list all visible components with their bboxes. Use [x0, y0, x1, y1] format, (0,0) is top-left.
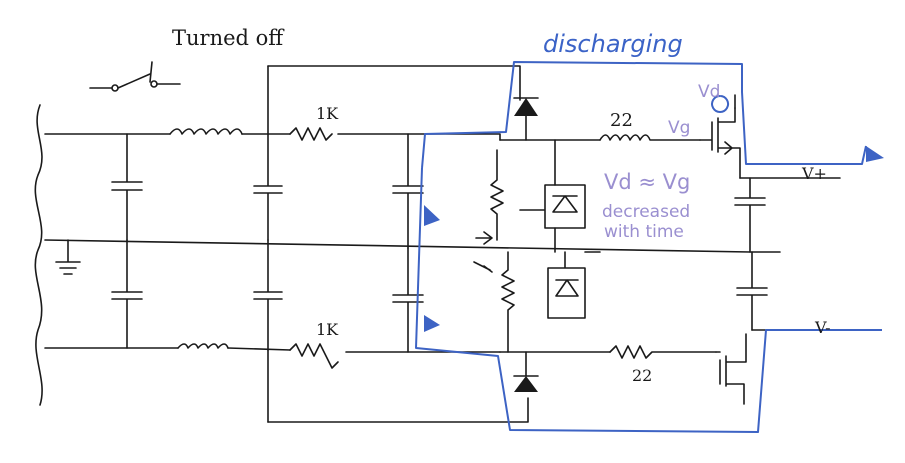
gate-resistor-top [599, 134, 701, 141]
cap-right-top [392, 133, 424, 249]
transformer-edge [34, 104, 43, 406]
pot-wiper [475, 231, 493, 245]
mosfet-top [699, 107, 741, 179]
vg-label: Vg [668, 118, 691, 138]
vd-label: Vd [698, 82, 721, 102]
pot-wiper-2 [473, 261, 493, 273]
switch-label: Turned off [172, 26, 284, 50]
top-rail-3 [337, 133, 501, 141]
out-pos-label: V+ [802, 164, 827, 183]
zener-bottom [547, 251, 586, 319]
cap-left-bottom [111, 239, 143, 349]
diode-top [514, 98, 538, 116]
note-line1: decreased [602, 202, 691, 222]
note-line2: with time [604, 222, 684, 242]
frame-bottom [267, 397, 529, 423]
r-gate-top-label: 22 [610, 110, 633, 131]
r1-top-label: 1K [316, 104, 339, 123]
node-connect [554, 139, 601, 253]
inductor-bottom [177, 343, 229, 349]
cap-mid-bottom [253, 239, 283, 351]
mode-label: discharging [543, 30, 683, 58]
r-gate-bottom-label: 22 [632, 366, 653, 385]
discharge-return [415, 167, 882, 433]
ground-symbol [55, 239, 81, 275]
cap-left-top [111, 133, 143, 241]
arrow-low [424, 315, 440, 332]
bottom-rail-2 [227, 347, 291, 351]
switch-contact-right [150, 80, 158, 88]
zener-top [519, 184, 586, 229]
cap-out-bottom [736, 251, 768, 331]
vd-circle-mark [711, 95, 729, 113]
gate-resistor-bottom [609, 345, 717, 359]
inductor-top [169, 128, 243, 135]
switch-symbol [89, 61, 181, 89]
resistor-top [289, 127, 333, 141]
arrow-out [866, 146, 884, 162]
frame-top [267, 65, 521, 101]
vd-approx-vg-label: Vd ≈ Vg [604, 170, 691, 194]
r1-bottom-label: 1K [316, 320, 339, 339]
divider-resistor-bottom [501, 251, 515, 353]
diode-bottom [514, 376, 538, 392]
cap-mid-top [253, 133, 283, 241]
discharge-loop [421, 61, 867, 169]
divider-resistor-top [490, 149, 504, 241]
cap-right-bottom [392, 247, 424, 353]
out-neg-label: V- [815, 318, 831, 337]
arrow-mid [424, 205, 440, 226]
cap-out-top [734, 177, 766, 253]
mosfet-bottom [715, 333, 747, 405]
resistor-bottom [289, 343, 339, 369]
switch-contact-left [111, 84, 119, 92]
